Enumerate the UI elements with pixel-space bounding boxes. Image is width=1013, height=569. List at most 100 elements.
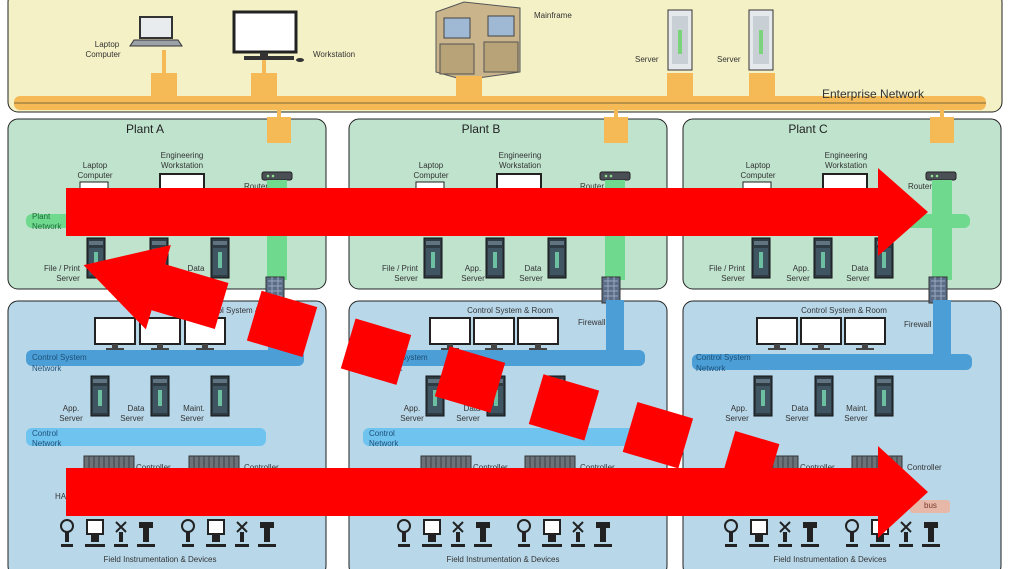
control-b-network-label-2: Network <box>369 439 399 448</box>
enterprise-server-label-1: Server <box>635 55 659 64</box>
plant-c-app-server-icon <box>813 237 833 279</box>
plant-b-title: Plant B <box>462 122 501 136</box>
plant-a-data-server-icon <box>210 237 230 279</box>
plant-c-app-label-1: App. <box>793 264 809 273</box>
plant-b-router-label: Router <box>580 182 604 191</box>
control-a-room-label: Control System & Room <box>198 306 284 315</box>
plant-c-eng-label-1: Engineering <box>825 151 868 160</box>
plant-a-eng-label-2: Workstation <box>161 161 203 170</box>
control-c-data-label-1: Data <box>792 404 809 413</box>
control-a-data-label-2: Server <box>120 414 144 423</box>
control-a-hart-label: HA <box>55 492 67 501</box>
control-a-network-label-2: Network <box>32 439 62 448</box>
control-b-controller-1-label: Controller <box>473 463 508 472</box>
control-a-maint-label-1: Maint. <box>183 404 205 413</box>
control-c-maint-label-2: Server <box>844 414 868 423</box>
laptop-computer-icon <box>129 16 183 47</box>
control-c-bus-label: bus <box>924 501 937 510</box>
control-a-data-server-icon <box>150 375 170 417</box>
control-c-firewall-icon <box>928 276 948 304</box>
plant-c-title: Plant C <box>788 122 828 136</box>
control-zone-c: Control System & Room Firewall Control S… <box>682 276 1002 569</box>
control-b-data-label-1: Data <box>464 404 481 413</box>
plant-a-eng-label-1: Engineering <box>161 151 204 160</box>
control-b-app-label-1: App. <box>404 404 420 413</box>
mainframe-icon <box>435 1 521 81</box>
control-c-data-server-icon <box>814 375 834 417</box>
control-c-app-label-1: App. <box>731 404 747 413</box>
plant-a-data-label-1: Data <box>188 264 205 273</box>
plant-a-title: Plant A <box>126 122 164 136</box>
plant-a-router-icon <box>261 171 293 181</box>
control-c-data-label-2: Server <box>785 414 809 423</box>
plant-c-router-icon <box>925 171 957 181</box>
control-c-controller-1-label: Controller <box>800 463 835 472</box>
plant-b-fileprint-server-icon <box>423 237 443 279</box>
red-arrow-bottom <box>66 446 928 538</box>
plant-a-network-label-2: Network <box>32 222 62 231</box>
plant-a-laptop-label-1: Laptop <box>83 161 108 170</box>
control-a-network-label-1: Control <box>32 429 58 438</box>
plant-a-fileprint-label-2: Server <box>56 274 80 283</box>
control-b-controller-1-icon <box>420 455 472 471</box>
control-c-controller-2-label: Controller <box>907 463 942 472</box>
plant-b-fileprint-label-2: Server <box>394 274 418 283</box>
control-a-maint-server-icon <box>210 375 230 417</box>
red-dashed-arrow-diagonal <box>83 245 780 494</box>
plant-c-data-label-2: Server <box>846 274 870 283</box>
control-a-controller-1-icon <box>83 455 135 471</box>
plant-b-data-server-icon <box>547 237 567 279</box>
plant-b-app-label-1: App. <box>465 264 481 273</box>
plant-c-data-label-1: Data <box>852 264 869 273</box>
control-c-field-label: Field Instrumentation & Devices <box>774 555 887 564</box>
control-a-app-server-icon <box>90 375 110 417</box>
enterprise-server-icon-1 <box>667 9 693 71</box>
plant-b-fileprint-label-1: File / Print <box>382 264 419 273</box>
plant-b-app-label-2: Server <box>461 274 485 283</box>
control-a-cs-network-label-1: Control System <box>32 353 87 362</box>
control-a-controller-2-icon <box>188 455 240 471</box>
plant-b-laptop-label-1: Laptop <box>419 161 444 170</box>
control-a-maint-label-2: Server <box>180 414 204 423</box>
plant-c-app-label-2: Server <box>786 274 810 283</box>
plant-b-data-label-1: Data <box>525 264 542 273</box>
control-a-data-label-1: Data <box>128 404 145 413</box>
control-c-app-server-icon <box>753 375 773 417</box>
mainframe-label: Mainframe <box>534 11 572 20</box>
plant-c-eng-label-2: Workstation <box>825 161 867 170</box>
control-a-cs-network-label-2: Network <box>32 364 62 373</box>
plant-a-fileprint-label-1: File / Print <box>44 264 81 273</box>
control-a-app-label-1: App. <box>63 404 79 413</box>
enterprise-server-label-2: Server <box>717 55 741 64</box>
plant-a-laptop-label-2: Computer <box>77 171 112 180</box>
workstation-icon <box>232 10 304 62</box>
control-a-controller-1-label: Controller <box>136 463 171 472</box>
enterprise-laptop-label-1: Laptop <box>95 40 120 49</box>
plant-b-data-label-2: Server <box>519 274 543 283</box>
plant-b-eng-label-2: Workstation <box>499 161 541 170</box>
enterprise-workstation-label: Workstation <box>313 50 355 59</box>
plant-a-router-label: Router <box>244 182 268 191</box>
control-a-field-label: Field Instrumentation & Devices <box>104 555 217 564</box>
control-b-firewall-icon <box>601 276 621 304</box>
plant-c-fileprint-server-icon <box>751 237 771 279</box>
control-b-network-label-1: Control <box>369 429 395 438</box>
enterprise-network-label: Enterprise Network <box>822 87 925 101</box>
control-b-controller-2-icon <box>524 455 576 471</box>
enterprise-laptop-label-2: Computer <box>85 50 120 59</box>
plant-c-fileprint-label-2: Server <box>721 274 745 283</box>
red-arrow-top <box>66 168 928 256</box>
control-b-firewall-label: Firewall <box>578 318 606 327</box>
plant-a-network-label-1: Plant <box>32 212 51 221</box>
plant-c-fileprint-label-1: File / Print <box>709 264 746 273</box>
control-b-data-label-2: Server <box>456 414 480 423</box>
control-b-room-label: Control System & Room <box>467 306 553 315</box>
plant-c-laptop-label-2: Computer <box>740 171 775 180</box>
control-c-room-label: Control System & Room <box>801 306 887 315</box>
control-c-app-label-2: Server <box>725 414 749 423</box>
plant-c-laptop-label-1: Laptop <box>746 161 771 170</box>
control-c-firewall-label: Firewall <box>904 320 932 329</box>
control-c-maint-label-1: Maint. <box>846 404 868 413</box>
control-a-app-label-2: Server <box>59 414 83 423</box>
